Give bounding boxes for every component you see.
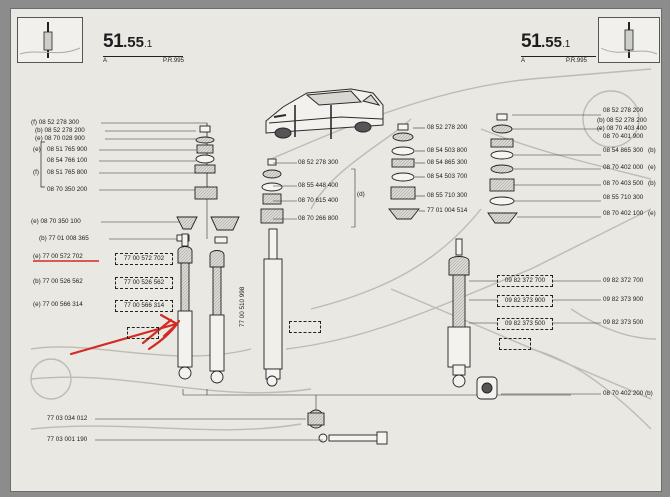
left-shock-absorbers <box>177 233 225 384</box>
bracket-letter: (b) <box>648 147 656 154</box>
dashed-empty-box <box>499 338 531 350</box>
part-label: 08 55 710 300 <box>603 194 644 201</box>
part-label: (b) 08 52 278 200 <box>597 117 647 124</box>
part-label: 08 52 278 200 <box>427 124 468 131</box>
part-label: 08 70 402 100 <box>603 210 644 217</box>
catalog-page: 51.55.1 A P.R.995 51.55.1 A P.R.995 (f) … <box>10 8 662 492</box>
center-mount-stack <box>260 158 284 387</box>
page-code-right-pr: P.R.995 <box>566 58 587 64</box>
thumbnail-left <box>17 17 83 63</box>
part-label: 08 54 503 700 <box>427 173 468 180</box>
dashed-part-box: 77 00 526 562 <box>115 277 173 289</box>
right-center-mount-stack <box>388 123 420 220</box>
part-label: (b) 08 52 278 200 <box>35 127 85 134</box>
page-code-left-a: A <box>103 58 108 64</box>
part-label: 77 03 001 190 <box>47 436 88 443</box>
part-label: 08 70 350 200 <box>47 186 88 193</box>
thumbnail-right <box>598 17 660 63</box>
parts-diagram <box>30 68 657 445</box>
part-label: (b) 77 01 008 365 <box>39 235 89 242</box>
bracket-letter: (e) <box>648 210 656 217</box>
car-illustration <box>265 88 384 139</box>
part-label: 08 52 278 300 <box>298 159 339 166</box>
part-label: 77 01 004 514 <box>427 207 468 214</box>
part-label: 08 51 765 900 <box>47 146 88 153</box>
part-label: 77 03 034 012 <box>47 415 88 422</box>
part-label: 08 52 278 200 <box>603 107 644 114</box>
part-label: 08 54 766 100 <box>47 157 88 164</box>
part-label: 08 70 402 200 (b) <box>603 390 653 397</box>
part-label: 08 70 403 500 <box>603 180 644 187</box>
right-shock-absorber <box>447 238 498 400</box>
dashed-part-box: 09 82 372 700 <box>497 275 553 287</box>
part-label: 08 70 615 400 <box>298 197 339 204</box>
page-section-number-right: 51 <box>521 31 542 52</box>
page-code-left-pr: P.R.995 <box>163 58 184 64</box>
part-label: 08 54 865 300 <box>603 147 644 154</box>
far-right-mount-stack <box>487 113 518 224</box>
page-header-right: 51.55.1 <box>521 31 570 53</box>
dashed-empty-box <box>289 321 321 333</box>
part-label: (b) 77 00 526 562 <box>33 278 83 285</box>
part-label: (e) 08 70 028 900 <box>35 135 85 142</box>
part-label-highlighted: (e) 77 00 572 702 <box>33 253 83 260</box>
bottom-small-parts <box>307 409 388 445</box>
page-section-index-right: .1 <box>562 39 571 50</box>
part-label: 08 55 448 400 <box>298 182 339 189</box>
dashed-part-box: 09 82 373 500 <box>497 318 553 330</box>
bracket-letter: (f) <box>33 169 39 176</box>
page-section-index: .1 <box>144 39 153 50</box>
bracket-letter: (e) <box>33 146 41 153</box>
dashed-part-box: 09 82 373 900 <box>497 295 553 307</box>
bracket-letter: (e) <box>648 164 656 171</box>
page-section-number: 51 <box>103 31 124 52</box>
part-label: (e) 77 00 566 314 <box>33 301 83 308</box>
part-label: 08 54 865 300 <box>427 159 468 166</box>
part-label: 08 51 765 800 <box>47 169 88 176</box>
part-label: (e) 08 70 403 400 <box>597 125 647 132</box>
part-label: 09 82 372 700 <box>603 277 644 284</box>
header-rule-left <box>103 56 183 57</box>
part-label: 08 70 266 800 <box>298 215 339 222</box>
part-label: (e) 08 70 350 100 <box>31 218 81 225</box>
dashed-part-box: 77 00 572 702 <box>115 253 173 265</box>
bracket-letter: (d) <box>357 191 365 198</box>
chassis-outline <box>30 68 657 431</box>
page-section-subnumber: .55 <box>123 34 144 51</box>
page-section-subnumber-right: .55 <box>541 34 562 51</box>
part-label: 08 54 503 800 <box>427 147 468 154</box>
dashed-empty-box <box>127 327 159 339</box>
left-mount-stack <box>176 125 240 244</box>
part-label: 09 82 373 500 <box>603 319 644 326</box>
page-header-left: 51.55.1 <box>103 31 152 53</box>
header-rule-right <box>521 56 596 57</box>
vertical-part-label: 77 00 510 998 <box>239 286 246 327</box>
part-label: 08 70 401 900 <box>603 133 644 140</box>
part-label: 09 82 373 900 <box>603 296 644 303</box>
leader-lines-left <box>99 122 571 421</box>
page-code-right-a: A <box>521 58 526 64</box>
part-label: 08 70 402 000 <box>603 164 644 171</box>
dashed-part-box: 77 00 566 314 <box>115 300 173 312</box>
bracket-letter: (b) <box>648 180 656 187</box>
part-label: 08 55 710 300 <box>427 192 468 199</box>
part-label: (f) 08 52 278 300 <box>31 119 79 126</box>
leader-lines-center <box>273 162 356 228</box>
